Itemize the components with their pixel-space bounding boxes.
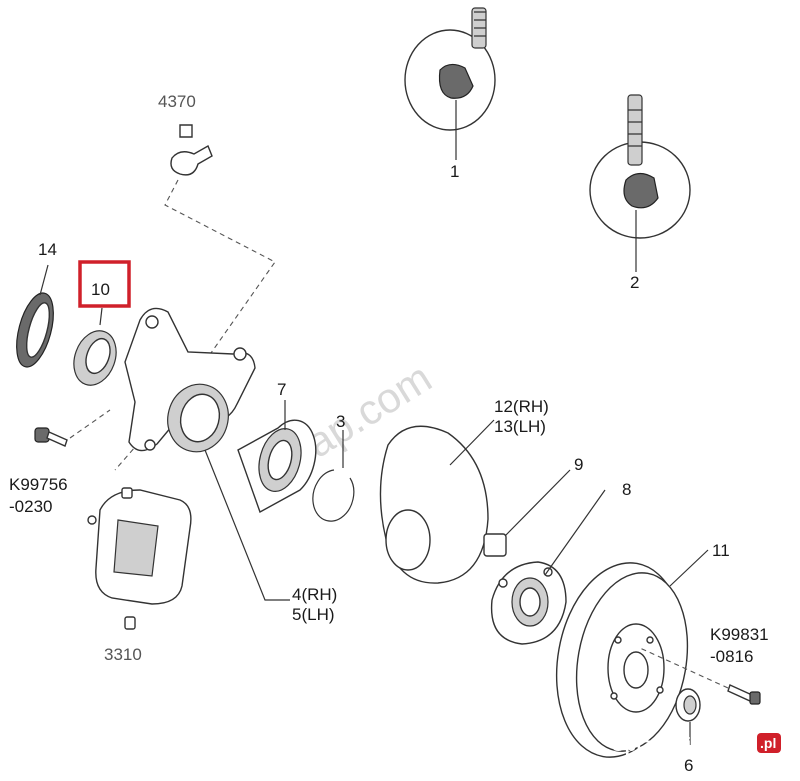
label-k99756-line2: -0230 xyxy=(9,497,52,516)
label-part-9: 9 xyxy=(574,455,583,474)
bolt-k99756 xyxy=(34,409,111,447)
label-part-5: 5(LH) xyxy=(292,605,335,624)
label-part-6: 6 xyxy=(684,756,693,775)
brand-watermark: Sprzedajemy .pl xyxy=(612,733,781,756)
label-part-2: 2 xyxy=(630,273,639,292)
label-k99831-line2: -0816 xyxy=(710,647,753,666)
part-12-13-dust-shield xyxy=(379,419,495,584)
label-part-1: 1 xyxy=(450,162,459,181)
brand-suffix: .pl xyxy=(760,735,776,751)
label-part-3310: 3310 xyxy=(104,645,142,664)
brand-name: Sprzedajemy xyxy=(612,735,730,756)
part-3-snap-ring xyxy=(312,430,355,522)
label-part-4: 4(RH) xyxy=(292,585,337,604)
label-part-7: 7 xyxy=(277,380,286,399)
brand-badge xyxy=(757,733,781,753)
part-9-wheel-stud xyxy=(483,469,571,557)
part-10-seal xyxy=(73,307,117,386)
part-10-highlight-box xyxy=(78,260,131,308)
label-part-12: 12(RH) xyxy=(494,397,549,416)
part-11-brake-disc xyxy=(555,549,709,758)
label-part-4370: 4370 xyxy=(158,92,196,111)
part-8-hub xyxy=(490,489,606,645)
label-part-14: 14 xyxy=(38,240,57,259)
label-k99831-line1: K99831 xyxy=(710,625,769,644)
label-k99756-line1: K99756 xyxy=(9,475,68,494)
part-3310-caliper xyxy=(87,487,192,630)
label-part-10: 10 xyxy=(91,280,110,299)
bolt-k99831 xyxy=(639,647,761,705)
part-2-strut xyxy=(589,94,691,272)
part-1-strut xyxy=(404,7,496,160)
part-4-5-knuckle xyxy=(124,307,290,601)
part-14-tone-ring xyxy=(16,264,54,368)
label-part-3: 3 xyxy=(336,412,345,431)
part-7-bearing xyxy=(237,400,317,514)
label-part-13: 13(LH) xyxy=(494,417,546,436)
label-part-11: 11 xyxy=(712,541,730,560)
label-part-8: 8 xyxy=(622,480,631,499)
part-6-nut xyxy=(675,688,701,745)
